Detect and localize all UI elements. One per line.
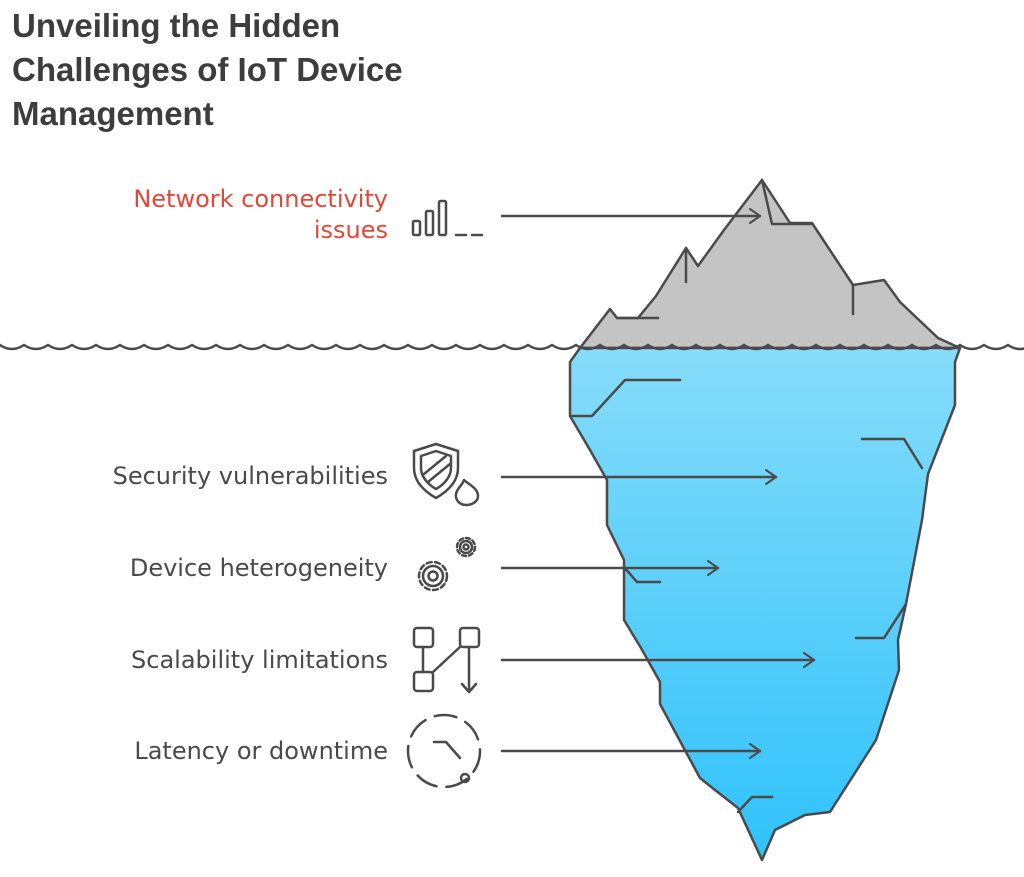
page-title: Unveiling the Hidden Challenges of IoT D… — [12, 4, 532, 136]
gears-icon — [417, 536, 477, 592]
title-line-2: Challenges of IoT Device — [12, 51, 403, 88]
scaling-flow-icon — [412, 626, 481, 694]
latency-downtime-label: Latency or downtime — [134, 737, 388, 765]
title-line-1: Unveiling the Hidden — [12, 7, 341, 44]
network-label-line-1: Network connectivity — [133, 185, 388, 213]
iceberg-body-ridges — [570, 378, 924, 814]
device-heterogeneity-label: Device heterogeneity — [129, 554, 388, 582]
water-line — [0, 343, 1024, 351]
security-vulnerabilities-label: Security vulnerabilities — [112, 462, 388, 490]
iceberg-body — [568, 346, 962, 862]
network-connectivity-label: Network connectivity issues — [133, 184, 388, 246]
signal-bars-icon — [411, 199, 484, 237]
scalability-limitations-label: Scalability limitations — [131, 646, 388, 674]
network-label-line-2: issues — [313, 216, 388, 244]
shield-fire-icon — [412, 442, 480, 507]
timer-icon — [406, 713, 482, 789]
iceberg-tip — [578, 178, 962, 350]
iceberg-tip-ridges — [615, 178, 855, 320]
title-line-3: Management — [12, 95, 214, 132]
